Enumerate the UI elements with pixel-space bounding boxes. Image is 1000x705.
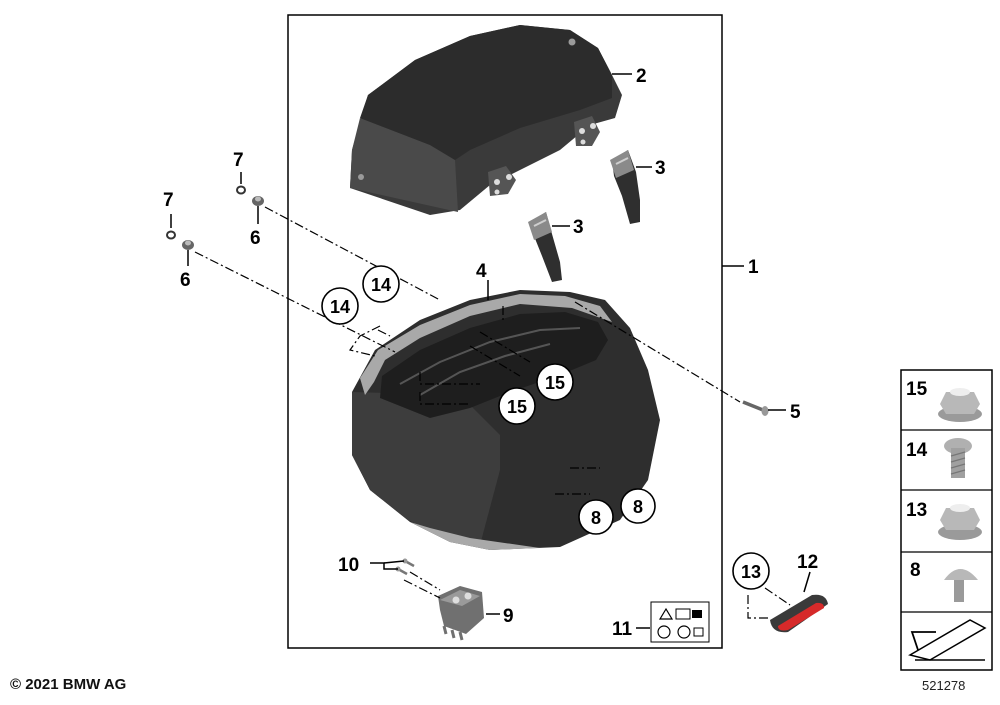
callout-8-lower: 8 — [591, 508, 601, 528]
callout-5: 5 — [790, 402, 801, 423]
strap-upper — [610, 150, 640, 224]
callout-11: 11 — [612, 619, 633, 640]
washer-lower — [166, 230, 176, 240]
callout-4: 4 — [476, 261, 487, 282]
legend-label-15: 15 — [906, 379, 928, 400]
legend-push-rivet — [944, 569, 978, 602]
screws-part — [395, 558, 415, 576]
callout-3-lower: 3 — [573, 217, 584, 238]
callout-2: 2 — [636, 66, 647, 87]
legend-label-14: 14 — [906, 440, 928, 461]
legend-arrow-icon — [908, 619, 987, 661]
assembly-frame — [287, 14, 723, 649]
legend-label-8: 8 — [910, 560, 921, 581]
callout-14-lower: 14 — [330, 297, 350, 317]
reflector-part — [770, 594, 828, 633]
nut-upper — [252, 196, 264, 206]
callout-13: 13 — [741, 562, 761, 582]
callout-1: 1 — [748, 257, 759, 278]
callout-14-upper: 14 — [371, 275, 391, 295]
callout-3-upper: 3 — [655, 158, 666, 179]
legend-nut — [938, 504, 982, 540]
legend-flange-nut — [938, 388, 982, 422]
nut-lower — [182, 240, 194, 250]
strap-lower — [528, 212, 562, 282]
callout-15-lower: 15 — [507, 397, 527, 417]
warning-label — [650, 601, 710, 643]
callout-6-upper: 6 — [250, 228, 261, 249]
legend-label-13: 13 — [906, 500, 927, 521]
copyright-notice: © 2021 BMW AG — [10, 676, 127, 693]
assembly-lines — [194, 206, 791, 606]
callout-6-lower: 6 — [180, 270, 191, 291]
callout-15-upper: 15 — [545, 373, 565, 393]
leader-lines — [170, 73, 811, 629]
legend-bolt — [944, 438, 972, 478]
bolt-part — [742, 400, 769, 416]
diagram-number: 521278 — [922, 678, 966, 693]
callout-circles — [321, 265, 770, 590]
fastener-legend: 15 14 13 8 — [900, 369, 993, 671]
callout-9: 9 — [503, 606, 514, 627]
lid-part — [350, 25, 622, 215]
washer-upper — [236, 185, 246, 195]
callout-7-upper: 7 — [233, 150, 244, 171]
callout-brackets — [348, 325, 770, 619]
callout-7-lower: 7 — [163, 190, 174, 211]
callout-10: 10 — [338, 555, 359, 576]
callout-12: 12 — [797, 552, 818, 573]
bracket-part — [438, 586, 484, 641]
callout-8-upper: 8 — [633, 497, 643, 517]
